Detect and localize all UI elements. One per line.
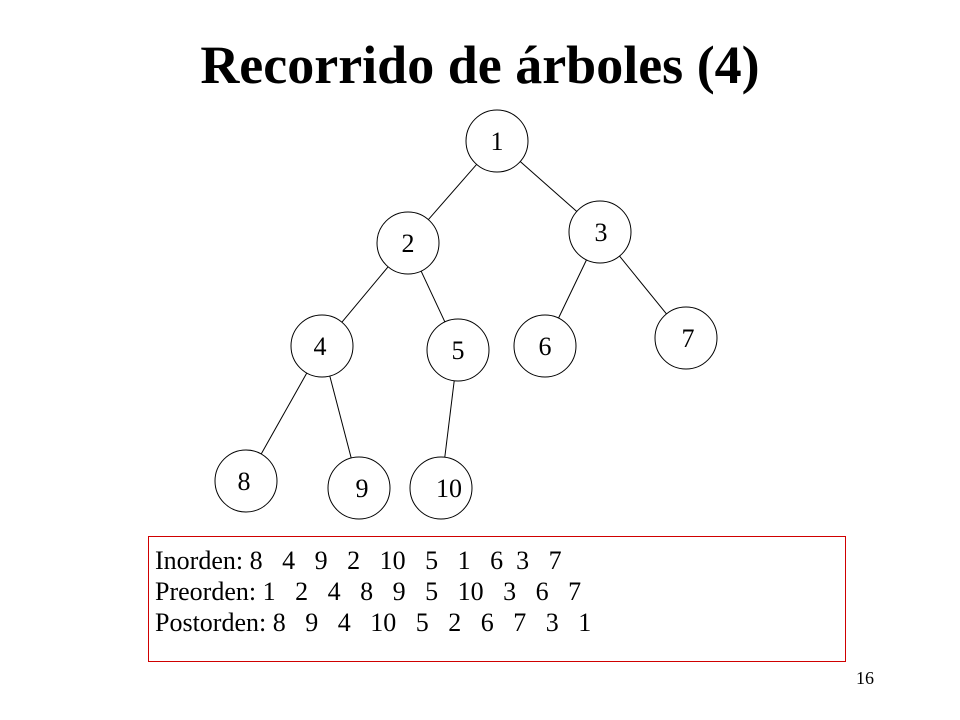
tree-edge-2-5: [420, 270, 446, 323]
tree-node-circle: [568, 200, 632, 264]
page-number: 16: [856, 668, 874, 688]
tree-node-label: 9: [356, 474, 369, 503]
tree-node-label: 4: [314, 332, 327, 361]
tree-node-5: 5: [426, 318, 490, 382]
tree-node-circle: [654, 306, 718, 370]
tree-edge-2-4: [341, 266, 389, 323]
tree-edge-3-7: [619, 255, 667, 315]
tree-node-circle: [327, 456, 391, 520]
tree-node-label: 1: [491, 127, 504, 156]
tree-node-9: 9: [327, 456, 391, 520]
tree-node-label: 5: [452, 336, 465, 365]
tree-node-6: 6: [513, 314, 577, 378]
tree-node-circle: [465, 109, 529, 173]
tree-node-label: 6: [539, 332, 552, 361]
tree-node-10: 10: [409, 456, 473, 520]
traversal-box: Inorden: 8 4 9 2 10 5 1 6 3 7 Preorden: …: [148, 536, 846, 662]
tree-node-2: 2: [376, 211, 440, 275]
postorden-line: Postorden: 8 9 4 10 5 2 6 7 3 1: [155, 608, 592, 637]
tree-edge-4-9: [329, 375, 352, 459]
tree-edge-5-10: [444, 380, 455, 458]
tree-node-8: 8: [214, 449, 278, 513]
inorden-line: Inorden: 8 4 9 2 10 5 1 6 3 7: [155, 546, 562, 575]
tree-node-circle: [409, 456, 473, 520]
preorden-line: Preorden: 1 2 4 8 9 5 10 3 6 7: [155, 577, 582, 606]
tree-node-circle: [214, 449, 278, 513]
tree-node-7: 7: [654, 306, 718, 370]
tree-node-label: 10: [436, 474, 462, 503]
tree-edge-1-3: [519, 161, 578, 212]
tree-node-circle: [426, 318, 490, 382]
tree-node-1: 1: [465, 109, 529, 173]
tree-node-label: 2: [402, 229, 415, 258]
tree-node-label: 8: [238, 467, 251, 496]
slide-title: Recorrido de árboles (4): [200, 35, 760, 95]
tree-node-label: 7: [682, 324, 695, 353]
tree-node-circle: [290, 314, 354, 378]
tree-edge-1-2: [428, 164, 477, 220]
tree-edge-4-8: [260, 372, 308, 455]
tree-edge-3-6: [558, 259, 587, 319]
tree-node-3: 3: [568, 200, 632, 264]
tree-node-circle: [376, 211, 440, 275]
tree-node-circle: [513, 314, 577, 378]
tree-node-label: 3: [595, 218, 608, 247]
tree-node-4: 4: [290, 314, 354, 378]
